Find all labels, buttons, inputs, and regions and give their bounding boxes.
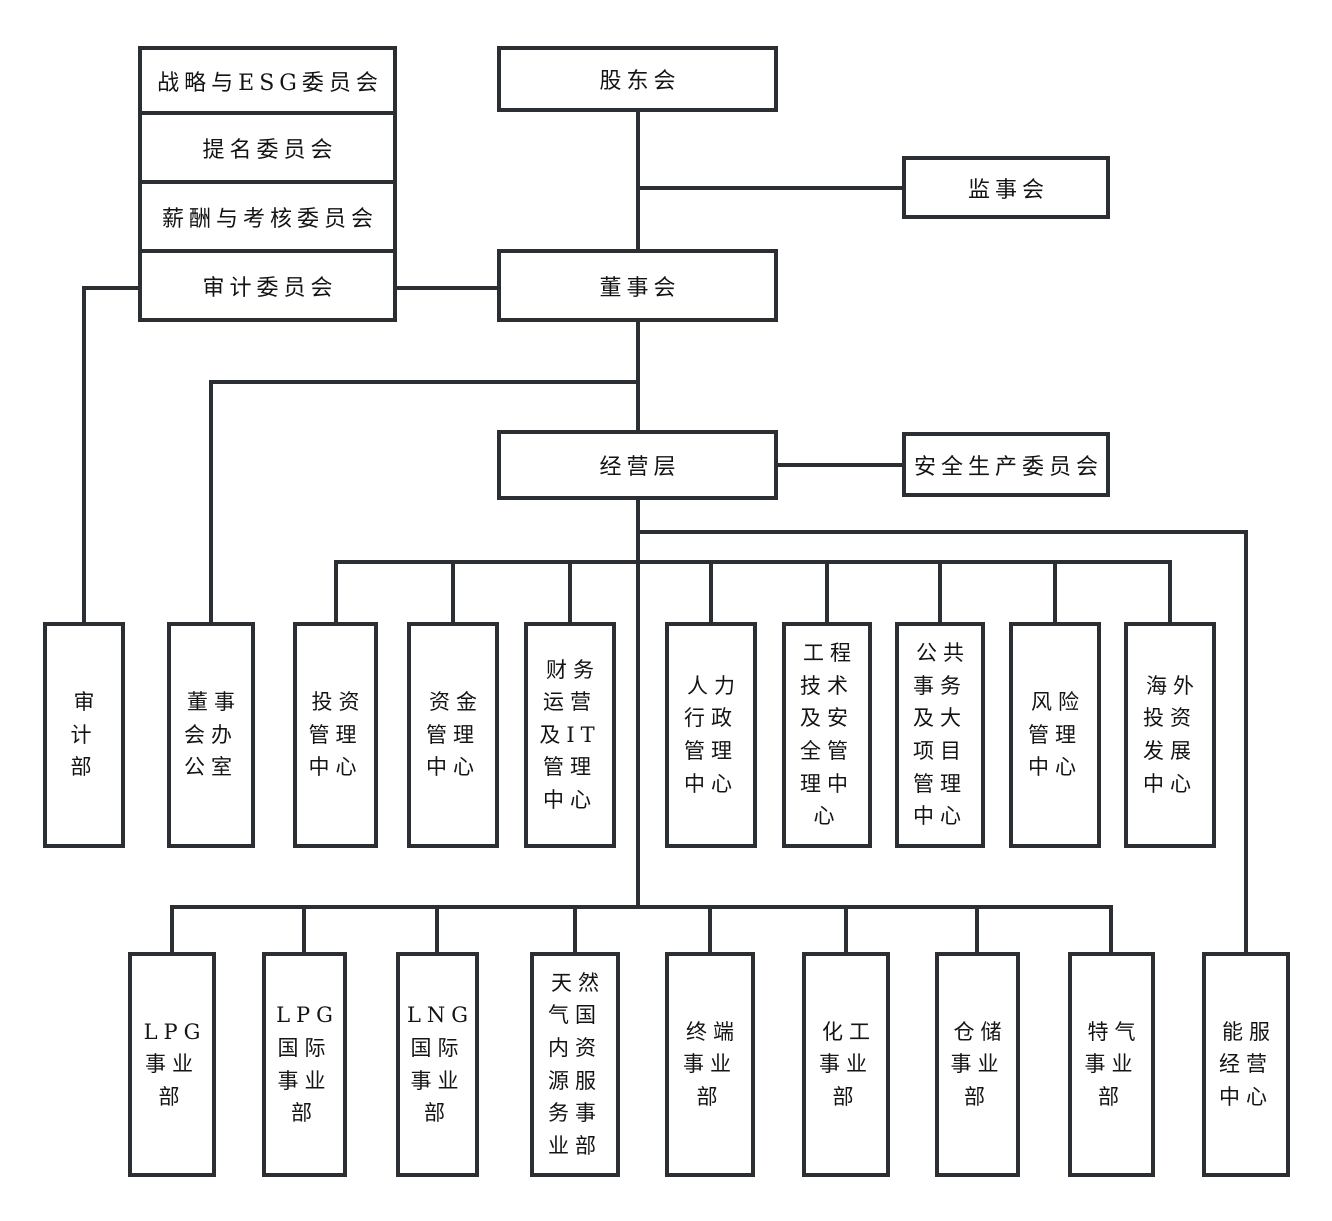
dept-board-office-box: 董事 会办 公室 xyxy=(167,622,255,848)
connector-management-trunk xyxy=(636,500,640,909)
bu-chemical-label: 化工 事业 部 xyxy=(819,1019,876,1109)
connector-stub-investment xyxy=(334,560,338,622)
committee-remuneration-label: 薪酬与考核委员会 xyxy=(161,206,378,232)
supervisory-board-label: 监事会 xyxy=(967,177,1049,203)
connector-stub-public-affairs xyxy=(938,560,942,622)
connector-board-to-management xyxy=(636,322,640,430)
board-of-directors-label: 董事会 xyxy=(599,275,681,301)
bu-specialty-gas-box: 特气 事业 部 xyxy=(1068,952,1155,1177)
bu-domestic-gas-label: 天然 气国 内资 源服 务事 业部 xyxy=(548,970,605,1158)
safety-production-committee-label: 安全生产委员会 xyxy=(913,454,1103,480)
connector-stub-overseas-investment xyxy=(1168,560,1172,622)
bu-energy-services-label: 能服 经营 中心 xyxy=(1219,1019,1276,1109)
bu-lng-intl-label: LNG 国际 事业 部 xyxy=(406,1003,475,1126)
bu-domestic-gas-box: 天然 气国 内资 源服 务事 业部 xyxy=(530,952,620,1177)
dept-risk-box: 风险 管理 中心 xyxy=(1009,622,1101,848)
bu-lpg-box: LPG 事业 部 xyxy=(128,952,216,1177)
connector-stub-lpg xyxy=(170,905,174,952)
board-of-directors-box: 董事会 xyxy=(497,249,778,322)
dept-engineering-safety-box: 工程 技术 及安 全管 理中 心 xyxy=(782,622,872,848)
connector-stub-chemical xyxy=(844,905,848,952)
dept-overseas-investment-box: 海外 投资 发展 中心 xyxy=(1124,622,1216,848)
connector-departments-branch xyxy=(334,560,1172,564)
dept-public-affairs-label: 公共 事务 及大 项目 管理 中心 xyxy=(913,641,970,829)
connector-management-to-safety-committee xyxy=(778,463,902,467)
connector-stub-risk xyxy=(1053,560,1057,622)
connector-stub-warehousing xyxy=(975,905,979,952)
connector-to-energy-services-h xyxy=(636,530,1248,534)
dept-treasury-box: 资金 管理 中心 xyxy=(407,622,499,848)
bu-lng-intl-box: LNG 国际 事业 部 xyxy=(396,952,479,1177)
bu-specialty-gas-label: 特气 事业 部 xyxy=(1084,1019,1142,1109)
dept-investment-box: 投资 管理 中心 xyxy=(293,622,378,848)
connector-stub-lpg-intl xyxy=(302,905,306,952)
connector-audit-committee-to-audit-dept-v xyxy=(82,286,86,622)
dept-finance-it-label: 财务 运营 及IT 管理 中心 xyxy=(539,657,601,812)
management-team-box: 经营层 xyxy=(497,430,778,500)
committee-nomination-label: 提名委员会 xyxy=(202,137,338,163)
connector-stub-finance-it xyxy=(568,560,572,622)
management-team-label: 经营层 xyxy=(599,455,681,480)
dept-hr-admin-box: 人力 行政 管理 中心 xyxy=(665,622,757,848)
connector-stub-specialty-gas xyxy=(1109,905,1113,952)
connector-to-supervisory-board xyxy=(636,186,902,190)
connector-audit-committee-to-audit-dept-h xyxy=(82,286,138,290)
connector-stub-engineering-safety xyxy=(825,560,829,622)
committee-strategy-esg-box: 战略与ESG委员会 xyxy=(138,46,397,115)
committee-remuneration-box: 薪酬与考核委员会 xyxy=(138,184,397,253)
dept-hr-admin-label: 人力 行政 管理 中心 xyxy=(684,673,741,796)
shareholders-meeting-box: 股东会 xyxy=(497,46,778,112)
committee-nomination-box: 提名委员会 xyxy=(138,115,397,184)
connector-shareholders-to-board xyxy=(636,112,640,249)
dept-audit-label: 审 计 部 xyxy=(70,690,101,780)
connector-business-units-branch xyxy=(170,905,1113,909)
committee-audit-label: 审计委员会 xyxy=(202,275,338,301)
dept-board-office-label: 董事 会办 公室 xyxy=(184,690,241,780)
connector-board-to-board-office-h xyxy=(209,380,640,384)
connector-audit-committee-to-board xyxy=(397,286,497,290)
connector-board-to-board-office-v xyxy=(209,380,213,622)
connector-stub-domestic-gas xyxy=(573,905,577,952)
dept-engineering-safety-label: 工程 技术 及安 全管 理中 心 xyxy=(800,641,857,829)
dept-audit-box: 审 计 部 xyxy=(43,622,125,848)
bu-terminal-box: 终端 事业 部 xyxy=(665,952,755,1177)
supervisory-board-box: 监事会 xyxy=(902,156,1110,219)
bu-lpg-intl-label: LPG 国际 事业 部 xyxy=(276,1003,339,1126)
dept-finance-it-box: 财务 运营 及IT 管理 中心 xyxy=(524,622,616,848)
connector-to-energy-services-v xyxy=(1244,530,1248,952)
connector-stub-terminal xyxy=(708,905,712,952)
bu-lpg-intl-box: LPG 国际 事业 部 xyxy=(262,952,347,1177)
safety-production-committee-box: 安全生产委员会 xyxy=(902,432,1110,497)
dept-overseas-investment-label: 海外 投资 发展 中心 xyxy=(1143,673,1200,796)
committee-strategy-esg-label: 战略与ESG委员会 xyxy=(157,70,383,96)
bu-chemical-box: 化工 事业 部 xyxy=(802,952,890,1177)
bu-warehousing-box: 仓储 事业 部 xyxy=(935,952,1020,1177)
dept-investment-label: 投资 管理 中心 xyxy=(308,690,366,780)
bu-energy-services-box: 能服 经营 中心 xyxy=(1202,952,1290,1177)
bu-warehousing-label: 仓储 事业 部 xyxy=(950,1019,1008,1109)
bu-lpg-label: LPG 事业 部 xyxy=(143,1019,207,1109)
dept-treasury-label: 资金 管理 中心 xyxy=(426,690,483,780)
connector-stub-hr-admin xyxy=(709,560,713,622)
dept-risk-label: 风险 管理 中心 xyxy=(1028,690,1085,780)
committee-audit-box: 审计委员会 xyxy=(138,253,397,322)
bu-terminal-label: 终端 事业 部 xyxy=(683,1019,740,1109)
dept-public-affairs-box: 公共 事务 及大 项目 管理 中心 xyxy=(895,622,985,848)
shareholders-meeting-label: 股东会 xyxy=(599,69,681,94)
connector-stub-lng-intl xyxy=(435,905,439,952)
connector-stub-treasury xyxy=(451,560,455,622)
